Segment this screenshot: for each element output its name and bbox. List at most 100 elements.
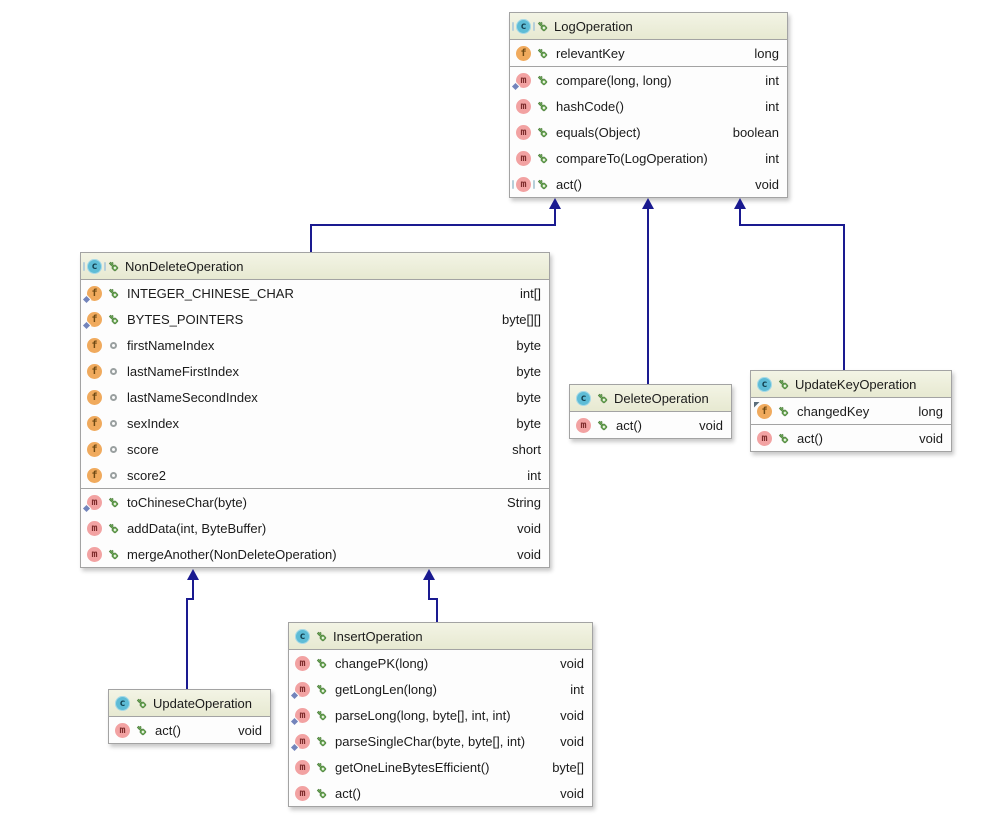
method-row[interactable]: act() void bbox=[570, 412, 731, 438]
class-header[interactable]: DeleteOperation bbox=[570, 385, 731, 412]
method-row[interactable]: parseLong(long, byte[], int, int) void bbox=[289, 702, 592, 728]
member-name: relevantKey bbox=[556, 45, 625, 61]
class-title: DeleteOperation bbox=[614, 390, 709, 406]
field-row[interactable]: relevantKey long bbox=[510, 40, 787, 66]
member-type: byte bbox=[516, 415, 541, 431]
visibility-key-icon bbox=[316, 761, 327, 773]
method-row[interactable]: act() void bbox=[510, 171, 787, 197]
field-icon bbox=[87, 389, 102, 405]
class-node-nondeleteoperation[interactable]: NonDeleteOperation INTEGER_CHINESE_CHAR … bbox=[80, 252, 550, 568]
class-node-logoperation[interactable]: LogOperation relevantKey long compare(lo… bbox=[509, 12, 788, 198]
visibility-key-icon bbox=[316, 657, 327, 669]
method-row[interactable]: getLongLen(long) int bbox=[289, 676, 592, 702]
inheritance-arrowhead bbox=[187, 569, 199, 580]
field-row[interactable]: INTEGER_CHINESE_CHAR int[] bbox=[81, 280, 549, 306]
field-row[interactable]: score2 int bbox=[81, 462, 549, 488]
member-name: act() bbox=[335, 785, 361, 801]
member-type: byte[] bbox=[552, 759, 584, 775]
visibility-key-icon bbox=[108, 313, 119, 325]
method-row[interactable]: equals(Object) boolean bbox=[510, 119, 787, 145]
member-name: compareTo(LogOperation) bbox=[556, 150, 708, 166]
field-row[interactable]: lastNameSecondIndex byte bbox=[81, 384, 549, 410]
visibility-key-icon bbox=[136, 697, 147, 709]
member-name: getOneLineBytesEfficient() bbox=[335, 759, 490, 775]
field-row[interactable]: firstNameIndex byte bbox=[81, 332, 549, 358]
section-divider bbox=[81, 488, 549, 489]
visibility-key-icon bbox=[316, 683, 327, 695]
member-name: addData(int, ByteBuffer) bbox=[127, 520, 267, 536]
visibility-circle-icon bbox=[110, 341, 117, 349]
class-title: LogOperation bbox=[554, 18, 633, 34]
class-node-updatekeyoperation[interactable]: UpdateKeyOperation changedKey long act()… bbox=[750, 370, 952, 452]
class-header[interactable]: InsertOperation bbox=[289, 623, 592, 650]
member-type: byte bbox=[516, 363, 541, 379]
member-type: void bbox=[517, 520, 541, 536]
method-row[interactable]: act() void bbox=[109, 717, 270, 743]
static-method-icon bbox=[82, 494, 102, 512]
class-node-updateoperation[interactable]: UpdateOperation act() void bbox=[108, 689, 271, 744]
method-row[interactable]: getOneLineBytesEfficient() byte[] bbox=[289, 754, 592, 780]
visibility-circle-icon bbox=[110, 393, 117, 401]
member-type: short bbox=[512, 441, 541, 457]
method-icon bbox=[295, 655, 310, 671]
member-name: sexIndex bbox=[127, 415, 180, 431]
visibility-key-icon bbox=[316, 735, 327, 747]
section-divider bbox=[751, 424, 951, 425]
visibility-circle-icon bbox=[110, 419, 117, 427]
method-row[interactable]: hashCode() int bbox=[510, 93, 787, 119]
static-field-icon bbox=[82, 311, 102, 329]
member-type: String bbox=[507, 494, 541, 510]
member-type: byte[][] bbox=[501, 311, 541, 327]
member-name: act() bbox=[155, 722, 181, 738]
method-row[interactable]: parseSingleChar(byte, byte[], int) void bbox=[289, 728, 592, 754]
abstract-class-icon bbox=[83, 258, 106, 274]
method-icon bbox=[516, 98, 531, 114]
class-icon bbox=[576, 390, 591, 406]
field-row[interactable]: lastNameFirstIndex byte bbox=[81, 358, 549, 384]
member-type: void bbox=[238, 722, 262, 738]
visibility-key-icon bbox=[537, 20, 548, 32]
field-row[interactable]: score short bbox=[81, 436, 549, 462]
visibility-key-icon bbox=[108, 287, 119, 299]
class-header[interactable]: LogOperation bbox=[510, 13, 787, 40]
visibility-key-icon bbox=[597, 392, 608, 404]
inheritance-arrowhead bbox=[734, 198, 746, 209]
method-row[interactable]: mergeAnother(NonDeleteOperation) void bbox=[81, 541, 549, 567]
class-header[interactable]: UpdateKeyOperation bbox=[751, 371, 951, 398]
member-type: void bbox=[517, 546, 541, 562]
member-type: void bbox=[560, 707, 584, 723]
visibility-key-icon bbox=[537, 74, 548, 86]
method-row[interactable]: compare(long, long) int bbox=[510, 67, 787, 93]
visibility-circle-icon bbox=[110, 471, 117, 479]
method-row[interactable]: addData(int, ByteBuffer) void bbox=[81, 515, 549, 541]
method-icon bbox=[295, 759, 310, 775]
method-row[interactable]: act() void bbox=[751, 425, 951, 451]
method-icon bbox=[115, 722, 130, 738]
class-node-deleteoperation[interactable]: DeleteOperation act() void bbox=[569, 384, 732, 439]
static-field-icon bbox=[82, 285, 102, 303]
method-row[interactable]: changePK(long) void bbox=[289, 650, 592, 676]
member-name: lastNameSecondIndex bbox=[127, 389, 258, 405]
visibility-key-icon bbox=[537, 47, 548, 59]
member-name: lastNameFirstIndex bbox=[127, 363, 239, 379]
member-type: void bbox=[560, 785, 584, 801]
member-type: long bbox=[918, 403, 943, 419]
visibility-key-icon bbox=[778, 432, 789, 444]
member-type: int[] bbox=[520, 285, 541, 301]
method-icon bbox=[757, 430, 772, 446]
member-type: int bbox=[527, 467, 541, 483]
volatile-field-icon bbox=[754, 401, 772, 419]
method-row[interactable]: act() void bbox=[289, 780, 592, 806]
field-row[interactable]: sexIndex byte bbox=[81, 410, 549, 436]
class-header[interactable]: NonDeleteOperation bbox=[81, 253, 549, 280]
class-header[interactable]: UpdateOperation bbox=[109, 690, 270, 717]
method-row[interactable]: toChineseChar(byte) String bbox=[81, 489, 549, 515]
field-row[interactable]: BYTES_POINTERS byte[][] bbox=[81, 306, 549, 332]
method-icon bbox=[87, 520, 102, 536]
visibility-circle-icon bbox=[110, 367, 117, 375]
class-node-insertoperation[interactable]: InsertOperation changePK(long) void getL… bbox=[288, 622, 593, 807]
visibility-key-icon bbox=[537, 100, 548, 112]
field-row[interactable]: changedKey long bbox=[751, 398, 951, 424]
method-row[interactable]: compareTo(LogOperation) int bbox=[510, 145, 787, 171]
